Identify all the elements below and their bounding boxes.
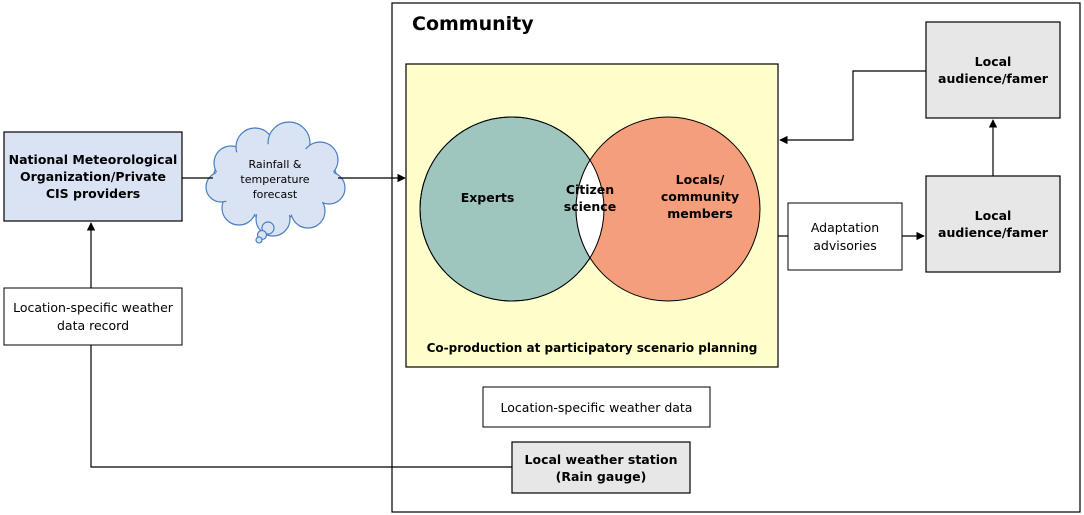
experts-label: Experts	[460, 189, 515, 205]
forecast-cloud-label: Rainfall & temperature forecast	[240, 157, 310, 201]
arrow-audience-top-to-coproduction	[779, 70, 926, 145]
adaptation-label: Adaptation advisories	[810, 219, 880, 253]
location-record-label: Location-specific weather data record	[13, 299, 173, 333]
local-audience-bottom-box	[925, 175, 1061, 273]
local-audience-top-label: Local audience/famer	[938, 54, 1048, 86]
citizen-science-label: Citizen science	[563, 182, 617, 214]
local-audience-bottom-label: Local audience/famer	[938, 208, 1048, 240]
providers-box	[3, 131, 183, 222]
citizen-science-intersection	[575, 117, 604, 301]
local-audience-top-box	[925, 21, 1061, 119]
weather-station-box	[511, 441, 691, 494]
community-frame	[391, 2, 1081, 513]
providers-label: National Meteorological Organization/Pri…	[8, 152, 178, 201]
community-title: Community	[412, 13, 534, 35]
coproduction-caption: Co-production at participatory scenario …	[426, 341, 758, 355]
locals-label: Locals/ community members	[660, 171, 740, 221]
weather-station-label: Local weather station (Rain gauge)	[524, 451, 678, 484]
location-data-box	[482, 386, 711, 428]
line-station-to-record	[90, 345, 512, 468]
adaptation-box	[787, 202, 903, 271]
location-data-label: Location-specific weather data	[500, 399, 693, 415]
location-record-box	[3, 287, 183, 346]
